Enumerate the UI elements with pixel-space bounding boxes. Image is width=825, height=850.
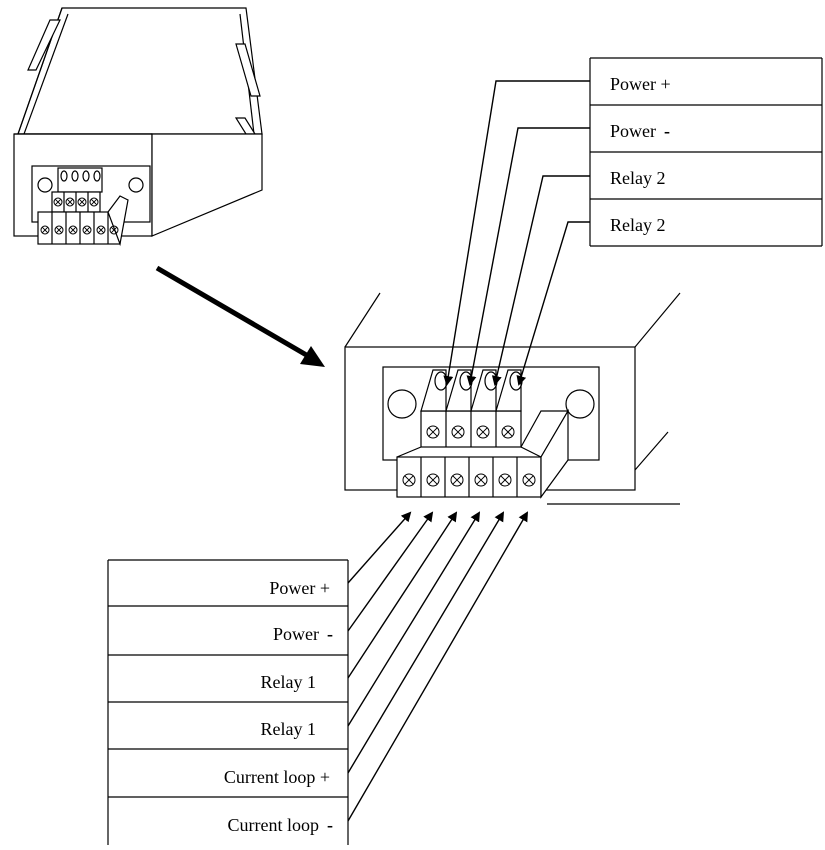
top-leader-lines [443, 80, 590, 386]
thumbnail-screw-icons [40, 197, 119, 235]
screw-icon [96, 225, 106, 235]
screw-icon [54, 225, 64, 235]
screw-icon [40, 225, 50, 235]
top-label-2: Relay 2 [610, 168, 666, 188]
screw-icon [402, 473, 416, 487]
connector-enlarged [344, 292, 681, 505]
screw-icon [65, 197, 75, 207]
bottom-label-3: Relay 1 [261, 719, 317, 739]
device-thumbnail [13, 7, 263, 247]
screw-icon [451, 425, 465, 439]
screw-icon [476, 425, 490, 439]
zoom-arrow [155, 265, 317, 363]
top-label-3: Relay 2 [610, 215, 666, 235]
screw-icon [474, 473, 488, 487]
zoom-arrowhead [300, 346, 325, 367]
screw-icon [498, 473, 512, 487]
bottom-label-2: Relay 1 [261, 672, 317, 692]
top-label-table [589, 57, 823, 247]
screw-icon [68, 225, 78, 235]
bottom-label-1: Power- [273, 624, 333, 644]
bottom-leader-lines [347, 511, 529, 822]
screw-icon [450, 473, 464, 487]
screw-icon [109, 225, 119, 235]
screw-icon [501, 425, 515, 439]
screw-icon [522, 473, 536, 487]
top-label-0: Power + [610, 74, 671, 94]
screw-icon [89, 197, 99, 207]
screw-icon [426, 425, 440, 439]
bottom-label-5: Current loop- [228, 815, 334, 835]
bottom-label-0: Power + [269, 578, 330, 598]
screw-icon [53, 197, 63, 207]
screw-icon [426, 473, 440, 487]
bottom-label-4: Current loop + [224, 767, 330, 787]
bottom-label-table [107, 559, 349, 845]
connector-screw-icons [402, 425, 536, 487]
screw-icon [82, 225, 92, 235]
top-label-1: Power- [610, 121, 670, 141]
screw-icon [77, 197, 87, 207]
